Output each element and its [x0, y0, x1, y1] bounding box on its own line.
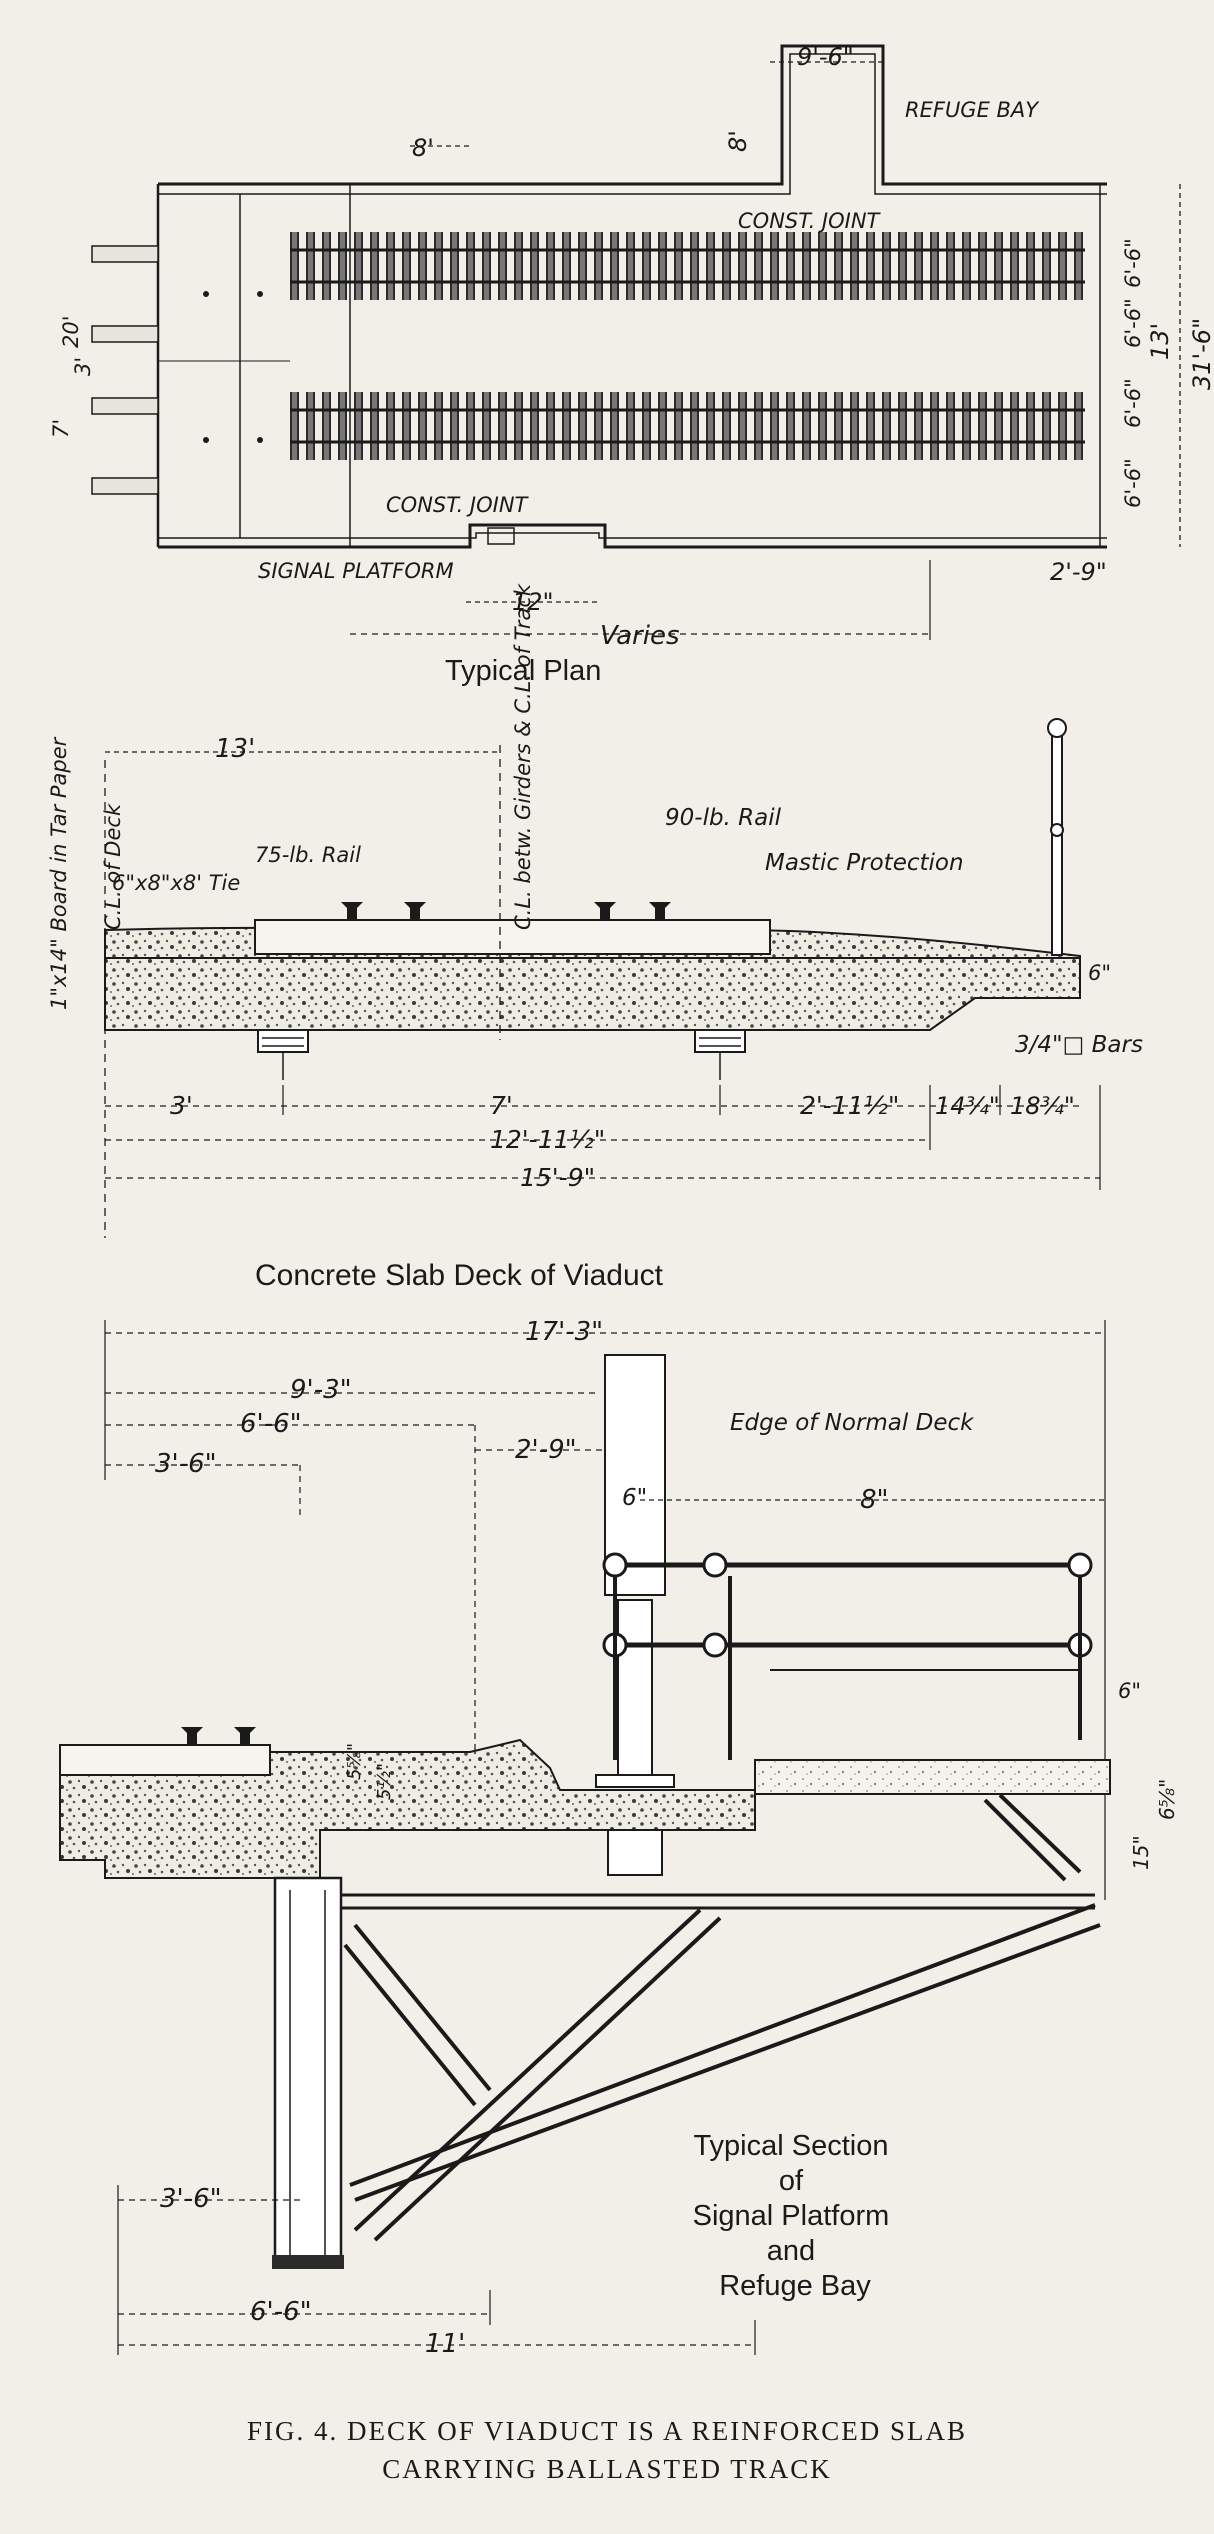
dim-5-58: 5⅝"	[344, 1743, 365, 1780]
rail-75-label: 75-lb. Rail	[255, 843, 361, 867]
bars-label: 3/4"□ Bars	[1015, 1032, 1143, 1058]
dim-13: 13'	[215, 734, 255, 764]
cl-girders-label: C.L. betw. Girders & C.L. of Track	[511, 583, 535, 930]
section2-title: Typical Section of Signal Platform and R…	[693, 2130, 898, 2302]
dim-track-centers: 13'	[1146, 323, 1174, 360]
dim-6in-post: 6"	[622, 1485, 647, 1511]
const-joint-bottom-label: CONST. JOINT	[386, 493, 530, 517]
dim-bay-width: 9'-6"	[797, 43, 854, 71]
slab-title: Concrete Slab Deck of Viaduct	[255, 1259, 664, 1292]
dim-edge: 2'-9"	[1050, 558, 1107, 586]
dim-12-11: 12'-11½"	[490, 1125, 605, 1154]
dim-18: 18¾"	[1010, 1092, 1075, 1120]
dim-track-half-a: 6'-6"	[1121, 238, 1145, 288]
dim-7ft: 7'	[490, 1091, 513, 1120]
dim-width-total: 31'-6"	[1188, 318, 1214, 390]
refuge-bay-label: REFUGE BAY	[905, 98, 1040, 122]
caption: FIG. 4. DECK OF VIADUCT IS A REINFORCED …	[247, 2416, 967, 2484]
dim-left-3: 3'	[71, 357, 95, 376]
plan-title: Typical Plan	[445, 655, 601, 687]
slab-deck-section: 13' 1"x14" Board in Tar Paper C.L. of De…	[47, 583, 1143, 1292]
board-label: 1"x14" Board in Tar Paper	[47, 736, 71, 1010]
dim-17-3: 17'-3"	[525, 1317, 603, 1347]
dim-b11: 11'	[425, 2329, 465, 2359]
signal-platform-section: 17'-3" 9'-3" 6'-6" 3'-6" 2'-9" Edge of N…	[59, 1317, 1179, 2359]
dim-6in: 6"	[1088, 961, 1111, 985]
dim-track-half-d: 6'-6"	[1121, 458, 1145, 508]
dim-b3-6: 3'-6"	[160, 2184, 222, 2214]
dim-track-half-b: 6'-6"	[1121, 298, 1145, 348]
dim-platform: 12"	[512, 588, 554, 616]
mastic-label: Mastic Protection	[765, 850, 964, 876]
signal-platform-label: SIGNAL PLATFORM	[258, 559, 454, 583]
dim-3-6: 3'-6"	[155, 1449, 217, 1479]
dim-left-7: 7'	[49, 419, 73, 438]
rail-90-label: 90-lb. Rail	[665, 805, 782, 831]
dim-varies: Varies	[600, 621, 680, 651]
dim-5-12: 5½"	[374, 1763, 395, 1800]
dim-b6-6: 6'-6"	[250, 2297, 312, 2327]
dim-6r: 6"	[1118, 1679, 1141, 1703]
dim-2-11: 2'-11½"	[800, 1091, 899, 1120]
tie-label: 6"x8"x8' Tie	[112, 871, 240, 895]
edge-label: Edge of Normal Deck	[730, 1410, 975, 1436]
dim-bay-depth: 8'	[724, 130, 752, 152]
caption-line-2: CARRYING BALLASTED TRACK	[382, 2454, 832, 2484]
dim-6-58: 6⅝"	[1155, 1779, 1179, 1820]
cl-deck-label: C.L. of Deck	[101, 803, 125, 930]
dim-spacing: 8'	[412, 134, 434, 162]
dim-14: 14¾"	[935, 1092, 1000, 1120]
dim-2-9: 2'-9"	[515, 1435, 577, 1465]
typical-plan: REFUGE BAY CONST. JOINT CONST. JOINT SIG…	[49, 43, 1214, 687]
const-joint-top-label: CONST. JOINT	[738, 209, 882, 233]
dim-track-half-c: 6'-6"	[1121, 378, 1145, 428]
dim-8in: 8"	[860, 1485, 889, 1515]
dim-9-3: 9'-3"	[290, 1375, 352, 1405]
dim-15r: 15"	[1129, 1835, 1153, 1870]
dim-left-20: 20'	[59, 316, 83, 349]
dim-3ft: 3'	[170, 1091, 193, 1120]
dim-6-6: 6'-6"	[240, 1409, 302, 1439]
caption-line-1: FIG. 4. DECK OF VIADUCT IS A REINFORCED …	[247, 2416, 967, 2446]
dim-15-9: 15'-9"	[520, 1163, 595, 1192]
